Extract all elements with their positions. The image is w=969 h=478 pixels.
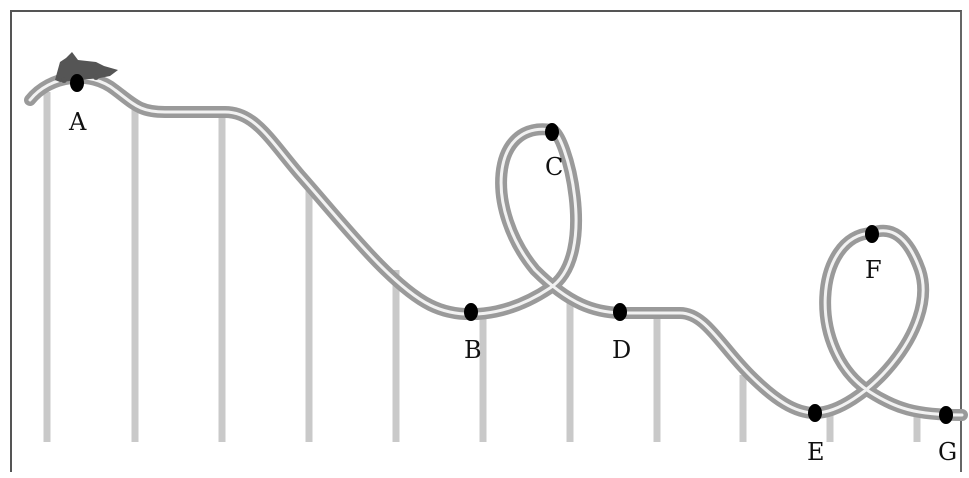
point-label-a: A — [68, 108, 87, 136]
point-marker-d — [613, 303, 627, 321]
point-label-c: C — [545, 153, 563, 181]
point-markers — [70, 74, 953, 424]
point-label-d: D — [612, 336, 631, 364]
point-marker-g — [939, 406, 953, 424]
point-marker-f — [865, 225, 879, 243]
point-label-g: G — [938, 438, 957, 466]
point-label-e: E — [807, 438, 825, 466]
point-label-b: B — [464, 336, 482, 364]
coaster-track — [24, 71, 968, 421]
coaster-car — [55, 52, 118, 83]
point-marker-b — [464, 303, 478, 321]
point-labels: A B C D E F G — [68, 108, 957, 466]
support-beams — [43, 92, 921, 442]
point-marker-a — [70, 74, 84, 92]
point-label-f: F — [865, 256, 882, 284]
point-marker-e — [808, 404, 822, 422]
point-marker-c — [545, 123, 559, 141]
